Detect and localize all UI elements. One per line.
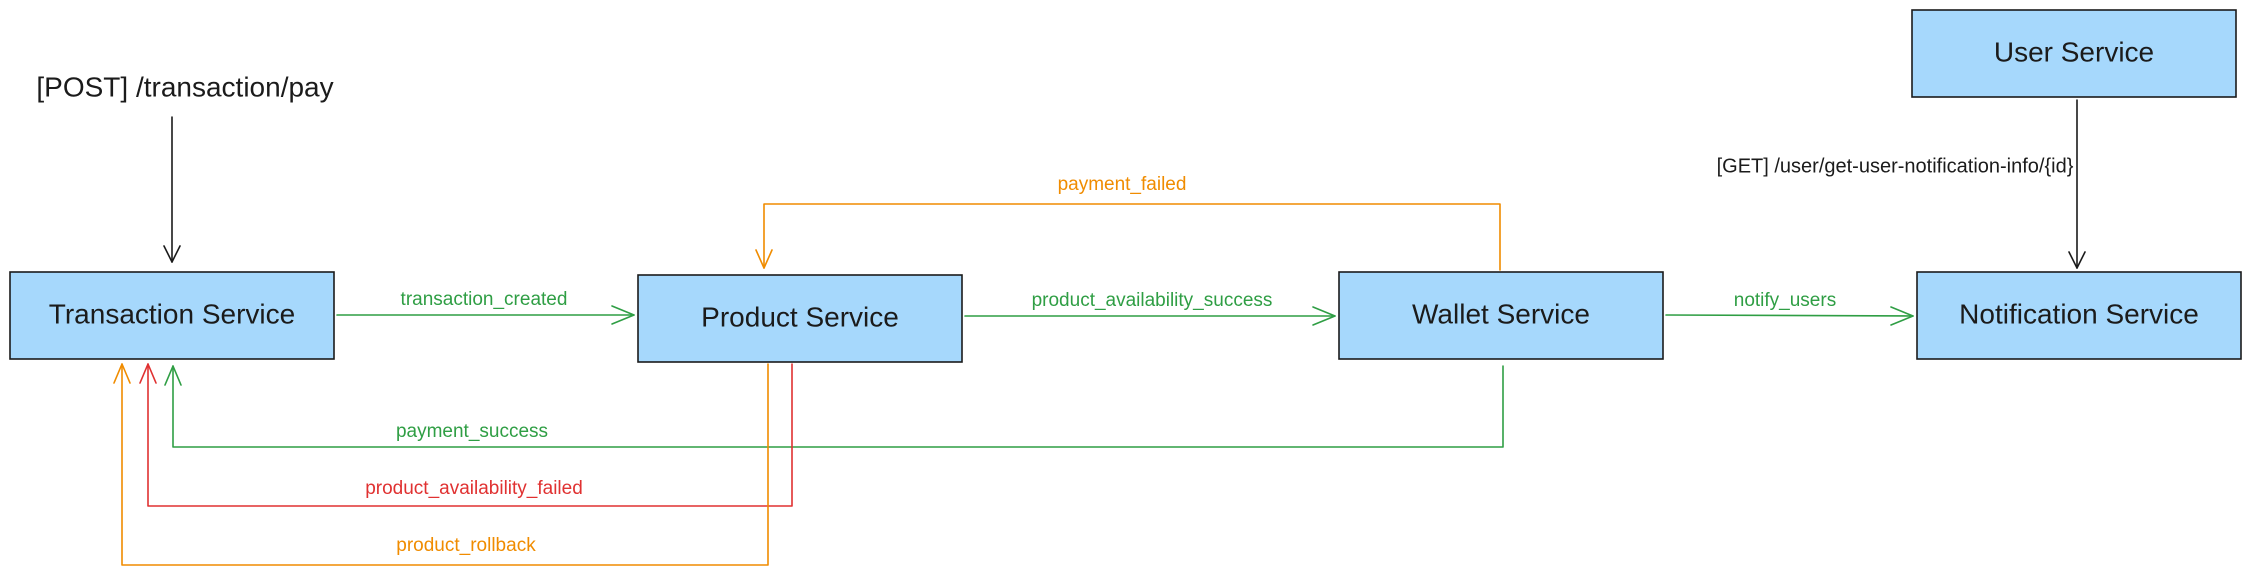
user-info-endpoint-label: [GET] /user/get-user-notification-info/{… xyxy=(1717,155,2074,177)
wallet-service-label: Wallet Service xyxy=(1412,298,1590,329)
product-rollback-arrowhead xyxy=(113,363,131,384)
payment-success-arrowhead xyxy=(164,365,182,386)
payment-failed-arrowhead xyxy=(755,249,773,269)
product-service-label: Product Service xyxy=(701,301,899,332)
product-service-node: Product Service xyxy=(637,274,963,363)
user-service-label: User Service xyxy=(1994,36,2154,67)
payment-success-label: payment_success xyxy=(396,421,548,442)
notification-service-box xyxy=(1916,271,2242,360)
product-availability-success-edge: product_availability_success xyxy=(964,290,1336,326)
notify-users-label: notify_users xyxy=(1734,290,1836,311)
pay-request-arrow xyxy=(163,116,181,263)
transaction-created-arrowhead xyxy=(611,305,635,325)
product-availability-failed-edge: product_availability_failed xyxy=(139,363,793,507)
user-info-request-arrowhead xyxy=(2068,251,2086,269)
pay-endpoint-label: [POST] /transaction/pay xyxy=(36,71,333,102)
transaction-created-edge: transaction_created xyxy=(336,289,635,325)
product-availability-failed-label: product_availability_failed xyxy=(365,478,583,499)
user-service-box xyxy=(1911,9,2237,98)
product-availability-success-arrowhead xyxy=(1312,306,1336,326)
payment-failed-label: payment_failed xyxy=(1058,174,1187,195)
wallet-service-box xyxy=(1338,271,1664,360)
product-rollback-label: product_rollback xyxy=(396,535,536,556)
payment-failed-edge: payment_failed xyxy=(755,174,1501,271)
wallet-service-node: Wallet Service xyxy=(1338,271,1664,360)
pay-request-arrowhead xyxy=(163,245,181,263)
transaction-service-box xyxy=(9,271,335,360)
user-info-request-arrow xyxy=(2068,99,2086,269)
product-availability-failed-arrowhead xyxy=(139,363,157,384)
user-service-node: User Service xyxy=(1911,9,2237,98)
notification-service-label: Notification Service xyxy=(1959,298,2199,329)
product-rollback-edge: product_rollback xyxy=(113,363,769,566)
product-availability-success-label: product_availability_success xyxy=(1032,290,1273,311)
notify-users-edge: notify_users xyxy=(1665,290,1914,326)
transaction-service-node: Transaction Service xyxy=(9,271,335,360)
transaction-created-label: transaction_created xyxy=(401,289,568,310)
payment-success-edge: payment_success xyxy=(164,365,1504,448)
product-service-box xyxy=(637,274,963,363)
notify-users-arrowhead xyxy=(1890,306,1914,326)
transaction-service-label: Transaction Service xyxy=(49,298,295,329)
notification-service-node: Notification Service xyxy=(1916,271,2242,360)
